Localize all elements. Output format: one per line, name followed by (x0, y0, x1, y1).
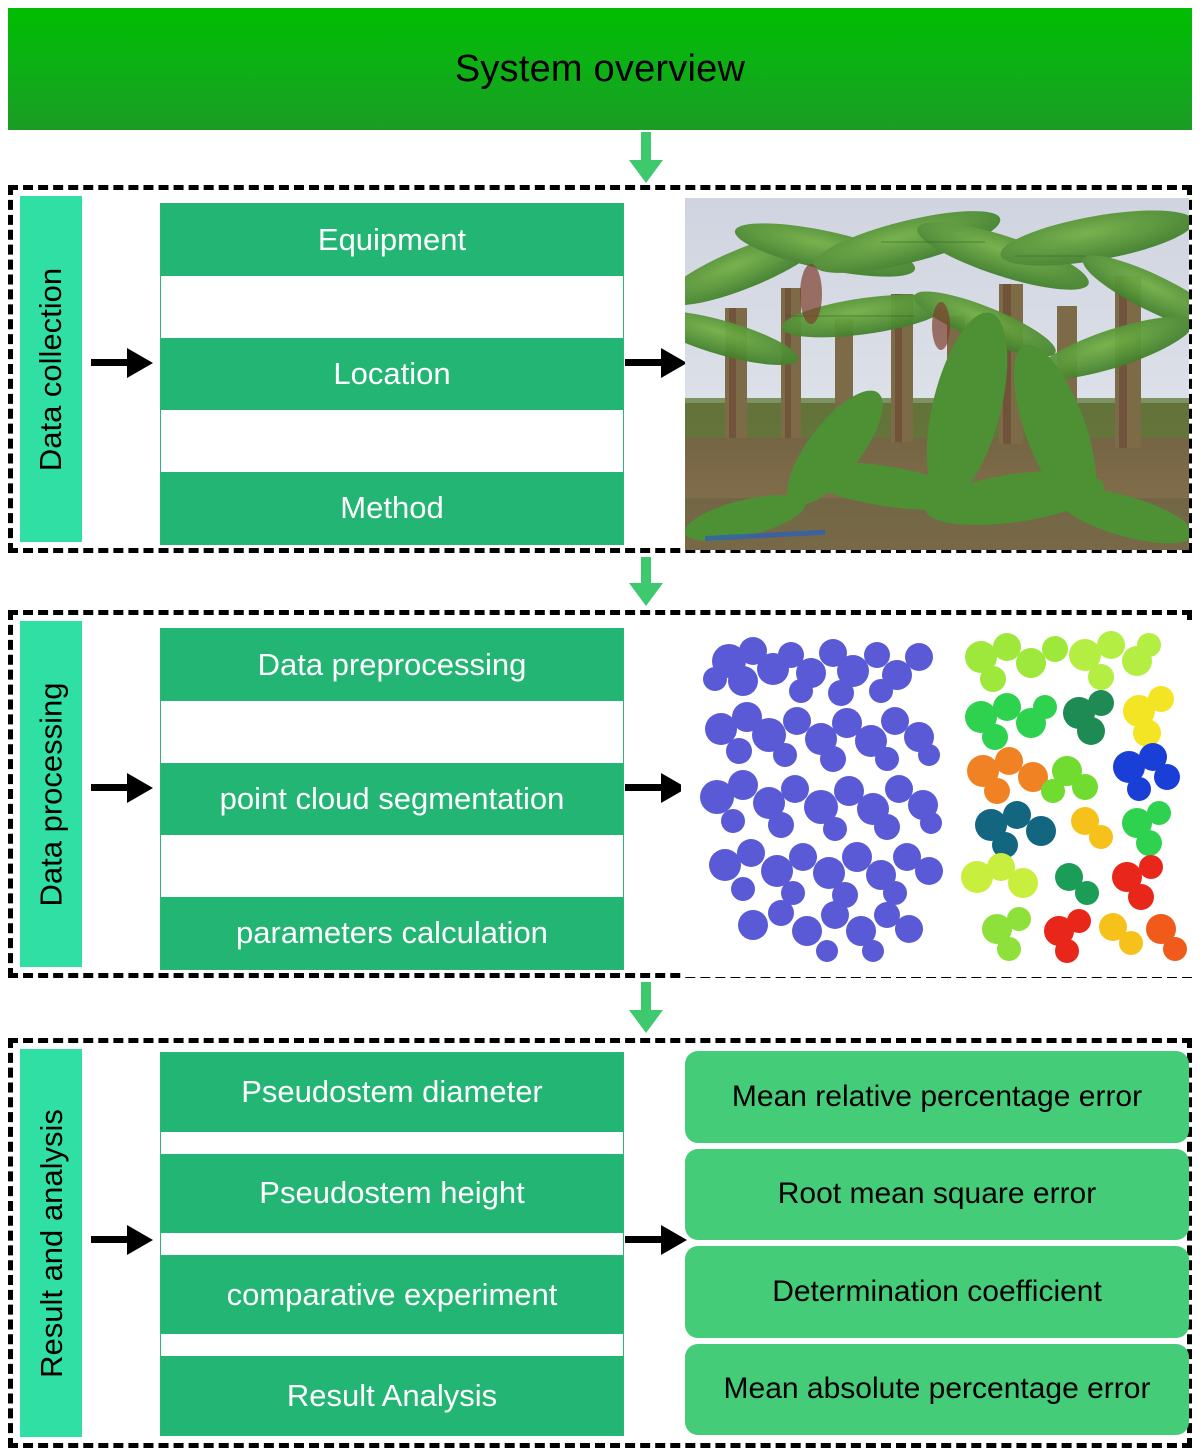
metric-box-list: Mean relative percentage error Root mean… (685, 1051, 1189, 1435)
arrow-right-icon-collection-in (91, 346, 153, 380)
connector-arrow-collection-to-processing (623, 557, 669, 607)
step-band[interactable]: parameters calculation (161, 896, 623, 970)
point-cloud-segmentation-visual (681, 621, 1193, 977)
step-stack-data-processing: Data preprocessing point cloud segmentat… (160, 628, 624, 970)
metric-box[interactable]: Mean relative percentage error (685, 1051, 1189, 1143)
step-band[interactable]: Equipment (161, 204, 623, 277)
metric-box[interactable]: Root mean square error (685, 1148, 1189, 1240)
step-band[interactable]: comparative experiment (161, 1255, 623, 1334)
connector-arrow-header-to-collection (623, 132, 669, 184)
step-band[interactable]: Pseudostem diameter (161, 1053, 623, 1132)
step-band[interactable]: point cloud segmentation (161, 762, 623, 836)
sidebar-label-text: Data collection (33, 267, 69, 471)
metric-box[interactable]: Mean absolute percentage error (685, 1343, 1189, 1435)
connector-arrow-processing-to-results (623, 982, 669, 1034)
sidebar-label-data-processing: Data processing (20, 621, 82, 967)
sidebar-label-result-and-analysis: Result and analysis (20, 1049, 82, 1437)
band-gap (161, 276, 623, 338)
band-gap (161, 1333, 623, 1357)
arrow-right-icon-results-out (625, 1223, 687, 1257)
step-band[interactable]: Result Analysis (161, 1356, 623, 1436)
metric-box[interactable]: Determination coefficient (685, 1246, 1189, 1338)
step-band[interactable]: Location (161, 337, 623, 411)
step-band[interactable]: Method (161, 471, 623, 545)
section-data-collection: Data collection Equipment Location Metho… (8, 185, 1192, 553)
page-title: System overview (454, 47, 746, 90)
arrow-right-icon-results-in (91, 1223, 153, 1257)
arrow-right-icon-processing-out (625, 771, 687, 805)
band-gap (161, 835, 623, 897)
band-gap (161, 410, 623, 472)
section-data-processing: Data processing Data preprocessing point… (8, 610, 1193, 978)
sidebar-label-text: Result and analysis (33, 1108, 69, 1378)
sidebar-label-data-collection: Data collection (20, 196, 82, 542)
banana-plantation-photo (685, 198, 1189, 550)
header-banner: System overview (8, 8, 1192, 130)
band-gap (161, 701, 623, 763)
arrow-right-icon-processing-in (91, 771, 153, 805)
band-gap (161, 1131, 623, 1155)
band-gap (161, 1232, 623, 1256)
step-stack-data-collection: Equipment Location Method (160, 203, 624, 545)
sidebar-label-text: Data processing (33, 681, 69, 907)
step-stack-result-and-analysis: Pseudostem diameter Pseudostem height co… (160, 1052, 624, 1436)
arrow-right-icon-collection-out (625, 346, 687, 380)
section-result-and-analysis: Result and analysis Pseudostem diameter … (8, 1038, 1192, 1448)
step-band[interactable]: Data preprocessing (161, 629, 623, 702)
step-band[interactable]: Pseudostem height (161, 1154, 623, 1233)
